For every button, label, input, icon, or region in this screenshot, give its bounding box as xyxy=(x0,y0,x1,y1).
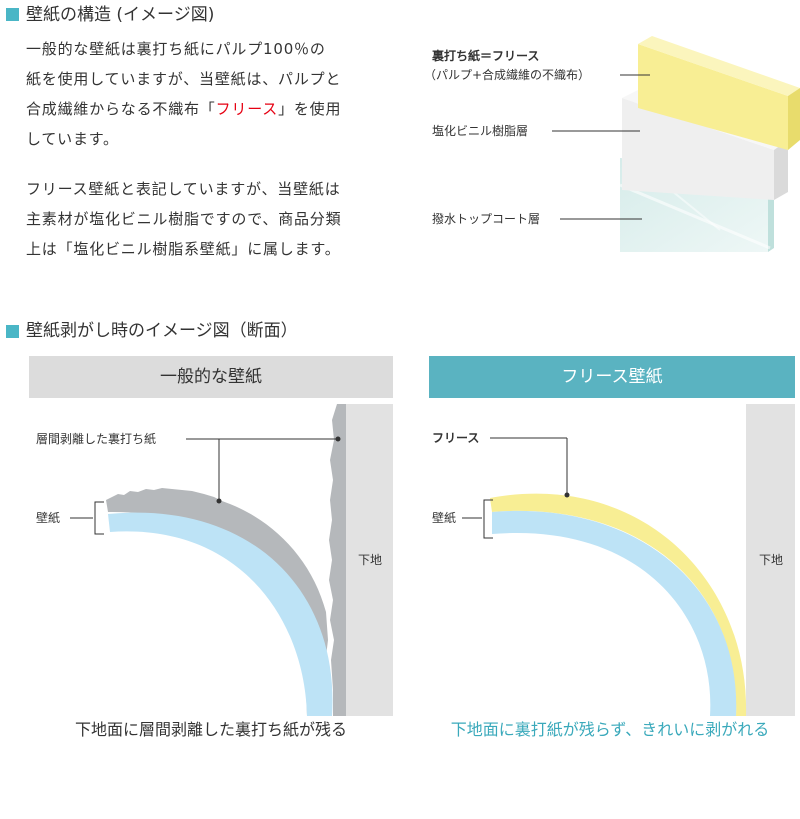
peeled-backing xyxy=(106,488,329,716)
intro-paragraph: 一般的な壁紙は裏打ち紙にパルプ100％の 紙を使用していますが、当壁紙は、パルプ… xyxy=(26,34,341,154)
panel-header-standard: 一般的な壁紙 xyxy=(29,356,393,398)
wallpaper-layer xyxy=(108,512,333,716)
residue-on-wall xyxy=(329,404,346,716)
substrate-label-left: 下地 xyxy=(358,553,383,567)
intro-line-2: 紙を使用していますが、当壁紙は、パルプと xyxy=(26,70,342,88)
pvc-layer-label: 塩化ビニル樹脂層 xyxy=(432,124,529,138)
intro-line-1: 一般的な壁紙は裏打ち紙にパルプ100％の xyxy=(26,40,326,58)
substrate-label-right: 下地 xyxy=(759,553,784,567)
substrate-wall xyxy=(346,404,393,716)
section-heading-structure: 壁紙の構造 (イメージ図) xyxy=(26,5,215,25)
fleece-layer-label: 裏打ち紙＝フリース xyxy=(432,49,540,63)
structure-diagram xyxy=(552,36,800,252)
topcoat-layer-label: 撥水トップコート層 xyxy=(432,212,541,226)
substrate-wall xyxy=(746,404,795,716)
delaminated-backing-label: 層間剥離した裏打ち紙 xyxy=(36,432,157,446)
caption-standard: 下地面に層間剥離した裏打ち紙が残る xyxy=(74,720,347,739)
caption-fleece: 下地面に裏打紙が残らず、きれいに剥がれる xyxy=(450,720,770,739)
fleece-highlight: フリース xyxy=(215,100,279,118)
panel-header-fleece: フリース壁紙 xyxy=(429,356,795,398)
fleece-label: フリース xyxy=(432,431,480,445)
class-line-1: フリース壁紙と表記していますが、当壁紙は xyxy=(26,180,341,198)
fleece-layer xyxy=(638,44,788,150)
section-marker-icon xyxy=(6,8,19,21)
intro-line-4: しています。 xyxy=(26,130,119,148)
section-marker-icon xyxy=(6,325,19,338)
intro-line-3: 合成繊維からなる不織布「フリース」を使用 xyxy=(26,100,342,118)
class-line-2: 主素材が塩化ビニル樹脂ですので、商品分類 xyxy=(26,210,342,228)
section-heading-peeling: 壁紙剥がし時のイメージ図（断面） xyxy=(26,321,298,341)
pvc-layer xyxy=(622,98,774,200)
wallpaper-layer xyxy=(492,510,737,716)
classification-paragraph: フリース壁紙と表記していますが、当壁紙は 主素材が塩化ビニル樹脂ですので、商品分… xyxy=(26,174,341,264)
wallpaper-label-left: 壁紙 xyxy=(36,511,61,525)
class-line-3: 上は「塩化ビニル樹脂系壁紙」に属します。 xyxy=(26,240,341,258)
wallpaper-label-right: 壁紙 xyxy=(432,511,457,525)
fleece-layer-sublabel: （パルプ+合成繊維の不織布） xyxy=(424,68,591,82)
